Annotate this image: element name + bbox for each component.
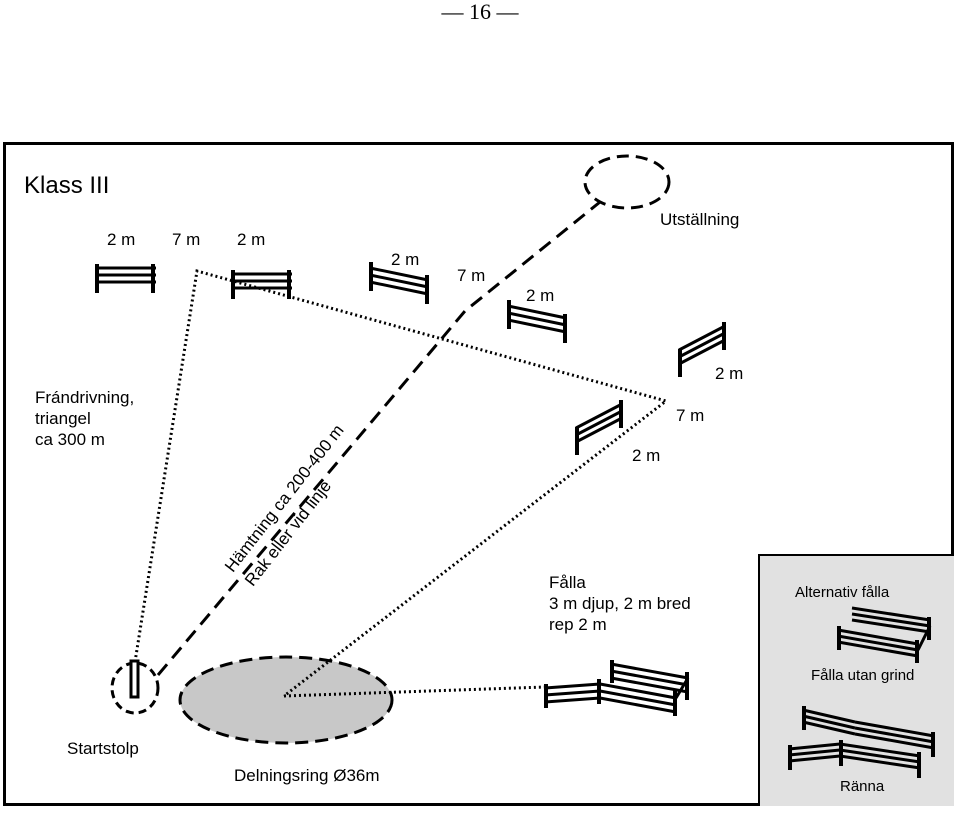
distance-label: 2 m [391, 250, 420, 269]
fetch-path [156, 200, 601, 676]
start-post-label: Startstolp [67, 739, 139, 758]
outrun-label-line: Frándrivning, [35, 388, 135, 407]
start-post-icon [129, 659, 140, 699]
fence-hurdle-icon [369, 262, 429, 304]
outrun-label-line: ca 300 m [35, 430, 105, 449]
alt-pen-chute-label: Ränna [840, 778, 885, 795]
fence-hurdle-icon [95, 264, 156, 293]
diagram-title: Klass III [24, 172, 110, 199]
alt-pen-without-gate-icon [837, 606, 932, 663]
outrun-label-line: triangel [35, 409, 91, 428]
fence-hurdle-icon [507, 300, 567, 343]
start-post-circle [110, 661, 160, 715]
alt-pen-title: Alternativ fålla [795, 584, 890, 601]
exhibition-area-icon [583, 154, 671, 210]
pen-label-line: 3 m djup, 2 m bred [549, 594, 691, 613]
distance-label: 2 m [526, 286, 555, 305]
outrun-label: Frándrivning, triangel ca 300 m [35, 387, 134, 450]
distance-label: 7 m [172, 230, 201, 249]
distance-label: 2 m [107, 230, 136, 249]
diagram-frame [3, 142, 954, 806]
exhibition-label: Utställning [660, 210, 740, 229]
pen-label-line: rep 2 m [549, 615, 607, 634]
distance-label: 2 m [715, 364, 744, 383]
page-number: — 16 — [441, 0, 519, 24]
fence-hurdle-icon [575, 400, 623, 455]
distance-label: 2 m [237, 230, 266, 249]
shedding-ring-label: Delningsring Ø36m [234, 766, 380, 785]
distance-label: 7 m [457, 266, 486, 285]
pen-label-line: Fålla [549, 573, 586, 592]
sheep-pen-icon [544, 660, 690, 716]
alt-pen-without-gate-label: Fålla utan grind [811, 667, 915, 684]
pen-label: Fålla 3 m djup, 2 m bred rep 2 m [549, 572, 691, 635]
alt-pen-chute-icon [788, 706, 935, 778]
fence-hurdle-icon [231, 270, 292, 299]
shedding-ring-icon [178, 655, 394, 745]
distance-label: 7 m [676, 406, 705, 425]
fence-hurdle-icon [678, 322, 726, 377]
distance-label: 2 m [632, 446, 661, 465]
ring-to-pen-path [283, 685, 546, 698]
